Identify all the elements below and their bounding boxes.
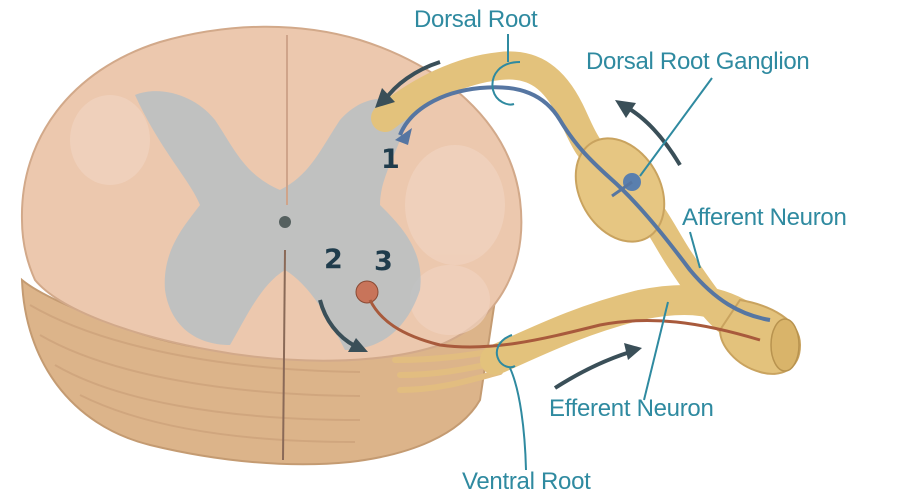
arrow-along-efferent — [555, 352, 630, 388]
motor-neuron-cell-body — [356, 281, 378, 303]
spinal-nerve-cut-face — [771, 319, 799, 371]
ventral-root-nerve — [495, 300, 750, 360]
marker-2: 2 — [324, 244, 343, 275]
marker-1: 1 — [381, 144, 400, 175]
afferent-neuron-label: Afferent Neuron — [682, 204, 847, 232]
central-canal — [279, 216, 291, 228]
dorsal-root-label: Dorsal Root — [414, 6, 537, 34]
dorsal-root-ganglion-label: Dorsal Root Ganglion — [586, 48, 809, 76]
ventral-root-leader — [510, 368, 526, 470]
ventral-root-label: Ventral Root — [462, 468, 590, 496]
efferent-neuron-label: Efferent Neuron — [549, 395, 714, 423]
marker-3: 3 — [374, 246, 393, 277]
